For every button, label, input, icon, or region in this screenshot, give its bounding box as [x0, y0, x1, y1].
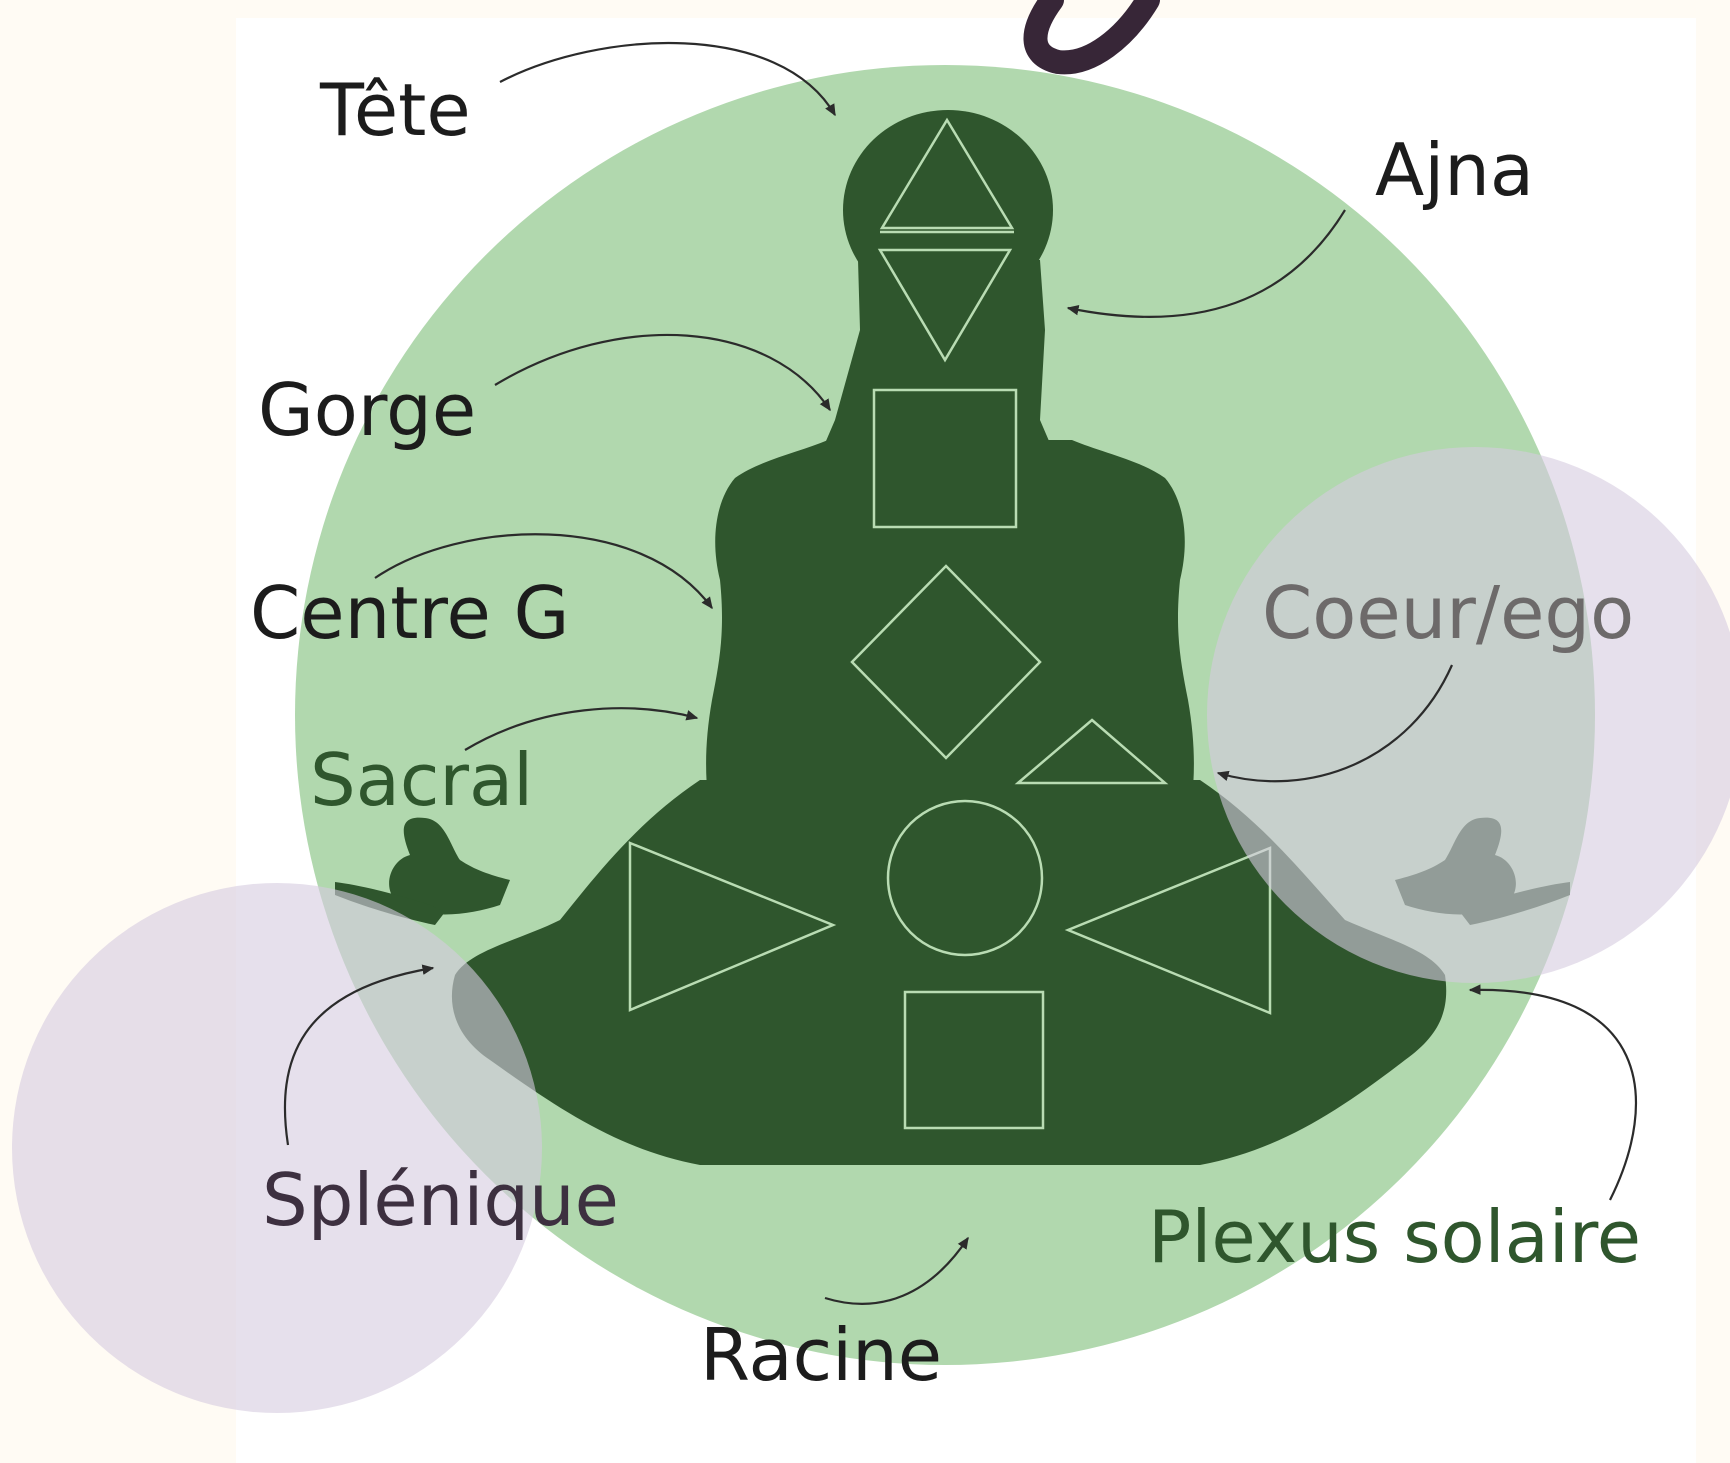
label-gorge: Gorge [258, 368, 476, 452]
label-splenique: Splénique [262, 1158, 619, 1242]
label-racine: Racine [700, 1313, 942, 1397]
label-sacral: Sacral [310, 738, 533, 822]
label-tete: Tête [319, 68, 471, 152]
lilac-circle-left [12, 883, 542, 1413]
label-plexus-solaire: Plexus solaire [1148, 1195, 1641, 1279]
label-ajna: Ajna [1375, 128, 1534, 212]
label-centre-g: Centre G [250, 571, 569, 655]
lilac-circle-right [1207, 447, 1730, 983]
label-coeur-ego: Coeur/ego [1262, 571, 1634, 655]
